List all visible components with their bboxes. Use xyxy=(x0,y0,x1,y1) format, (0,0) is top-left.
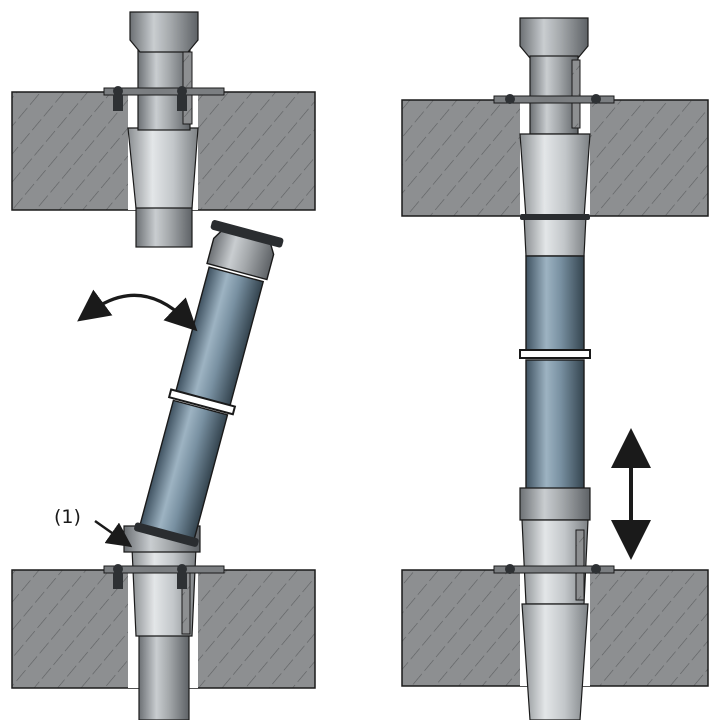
tilted-pipe xyxy=(134,220,284,547)
blue-pipe-upper xyxy=(525,255,585,351)
top-socket xyxy=(129,11,199,53)
expansion-socket xyxy=(127,127,199,209)
expansion-socket xyxy=(519,133,591,219)
sleeve-wall xyxy=(571,59,581,129)
sleeve-wall xyxy=(575,529,585,601)
connector-ring xyxy=(520,214,590,220)
curved-double-arrow-icon xyxy=(77,289,198,332)
connector-socket xyxy=(523,215,587,257)
callout-label: (1) xyxy=(54,506,81,528)
callout: (1) xyxy=(54,506,133,548)
callout-arrow-icon xyxy=(94,519,133,548)
flange xyxy=(493,564,615,574)
pipe-gap-ring xyxy=(519,349,591,359)
top-socket xyxy=(519,17,589,59)
top-left-assembly xyxy=(11,11,316,248)
right-assembly xyxy=(401,17,709,720)
lower-pipe xyxy=(138,631,190,720)
flange xyxy=(493,94,615,104)
socket-ring xyxy=(210,220,284,248)
flange xyxy=(103,86,225,111)
bottom-left-assembly xyxy=(11,220,316,720)
upper-pipe xyxy=(529,55,579,135)
lower-pipe xyxy=(521,603,589,720)
base-ring xyxy=(134,522,199,547)
socket-collar xyxy=(519,487,591,521)
flange xyxy=(103,564,225,589)
pipe-gap-ring xyxy=(167,388,237,416)
